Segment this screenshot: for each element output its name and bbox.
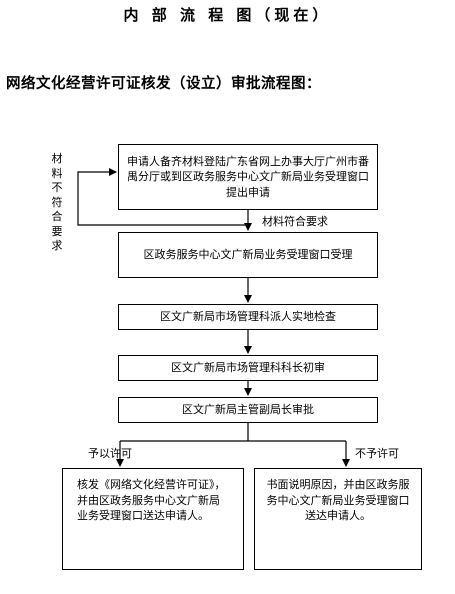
deny-result-box: 书面说明原因，并由区政务服务中心文广新局业务受理窗口送达申请人。 [254,468,422,570]
step-first-review-text: 区文广新局市场管理科科长初审 [171,361,325,375]
step-approval-box: 区文广新局主管副局长审批 [118,397,378,423]
step-accept-text: 区政务服务中心文广新局业务受理窗口受理 [143,248,353,262]
step-accept-box: 区政务服务中心文广新局业务受理窗口受理 [118,232,378,278]
approve-result-box: 核发《网络文化经营许可证》，并由区政务服务中心文广新局业务受理窗口送达申请人。 [62,468,244,570]
loop-back-connector [77,168,249,226]
page-title: 内 部 流 程 图（现在） [123,6,332,24]
step-apply-text: 申请人备齐材料登陆广东省网上办事大厅广州市番禺分厅或到区政务服务中心文广新局业务… [127,154,369,199]
allow-label: 予以许可 [88,447,132,460]
step-apply-box: 申请人备齐材料登陆广东省网上办事大厅广州市番禺分厅或到区政务服务中心文广新局业务… [118,144,378,210]
step-inspect-box: 区文广新局市场管理科派人实地检查 [118,304,378,330]
deny-result-text: 书面说明原因，并由区政务服务中心文广新局业务受理窗口送达申请人。 [266,478,410,522]
loop-label: 材料不符合要求 [51,152,63,252]
materials-ok-label: 材料符合要求 [262,215,328,228]
step-inspect-text: 区文广新局市场管理科派人实地检查 [160,310,336,324]
step-approval-text: 区文广新局主管副局长审批 [182,403,314,417]
step-first-review-box: 区文广新局市场管理科科长初审 [118,355,378,381]
flowchart-subtitle: 网络文化经营许可证核发（设立）审批流程图： [6,76,321,92]
deny-label: 不予许可 [355,447,399,460]
approve-result-text: 核发《网络文化经营许可证》，并由区政务服务中心文广新局业务受理窗口送达申请人。 [77,478,226,522]
